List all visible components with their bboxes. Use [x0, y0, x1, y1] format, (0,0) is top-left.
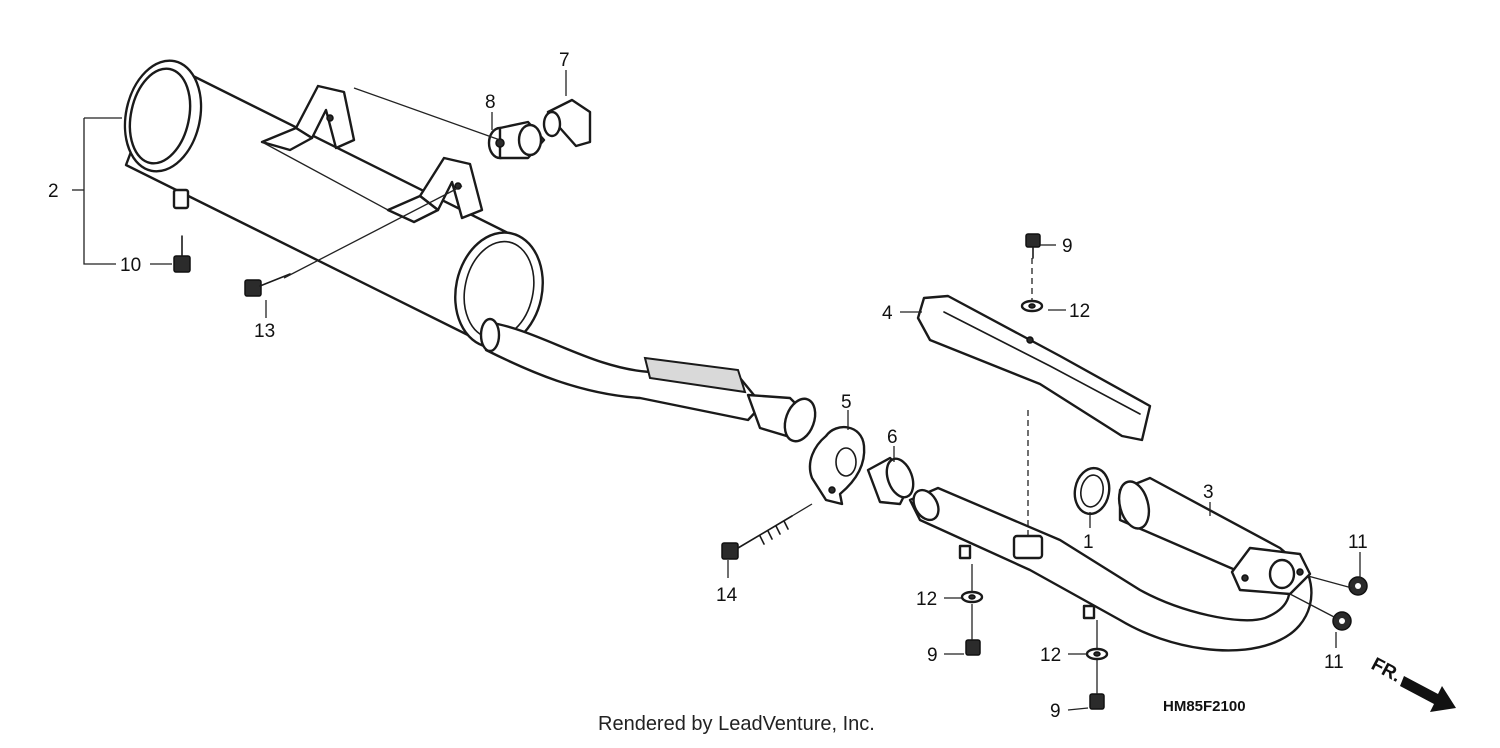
callout-12-left: 12 [916, 589, 937, 610]
exhaust-pipe [908, 476, 1313, 652]
bolt-9-top [1025, 233, 1041, 259]
front-arrow-icon [1400, 676, 1456, 712]
callout-14: 14 [716, 585, 738, 606]
callout-12-bottom: 12 [1040, 645, 1061, 666]
nut-11-bottom [1332, 611, 1352, 631]
bolt-9-bottom [1089, 693, 1105, 710]
callout-10: 10 [120, 255, 141, 276]
washer-12-left [960, 590, 984, 604]
front-direction-marker: FR. [1368, 654, 1456, 712]
credit-text: Rendered by LeadVenture, Inc. [598, 713, 875, 735]
mount-collar [542, 98, 592, 148]
callout-labels: 1 2 3 4 5 6 7 8 9 9 9 10 11 11 12 12 12 … [48, 50, 1368, 722]
callout-9-left: 9 [927, 645, 938, 666]
mount-rubber [487, 120, 546, 160]
callout-11-bottom: 11 [1324, 652, 1344, 673]
callout-8: 8 [485, 92, 496, 113]
drain-bolt-10 [173, 235, 191, 273]
callout-9-bottom: 9 [1050, 701, 1061, 722]
washer-12-top [1020, 299, 1044, 313]
callout-12-top: 12 [1069, 301, 1090, 322]
exhaust-band [808, 425, 866, 506]
callout-4: 4 [882, 303, 893, 324]
front-label: FR. [1368, 654, 1405, 687]
callout-6: 6 [887, 427, 898, 448]
muffler [123, 59, 544, 349]
callout-5: 5 [841, 392, 852, 413]
callout-1: 1 [1083, 532, 1094, 553]
gasket [1073, 466, 1111, 516]
pipe-protector [916, 294, 1152, 442]
muffler-tailpipe [479, 317, 817, 443]
washer-12-bottom [1085, 647, 1109, 661]
leader-lines [72, 70, 1361, 711]
callout-13: 13 [254, 321, 275, 342]
bolt-9-left [965, 639, 981, 656]
callout-3: 3 [1203, 482, 1214, 503]
bolt-13 [244, 273, 291, 297]
callout-9-top: 9 [1062, 236, 1073, 257]
exhaust-joint [866, 456, 915, 506]
diagram-code: HM85F2100 [1163, 698, 1246, 715]
nut-11-top [1348, 576, 1368, 596]
callout-11-top: 11 [1348, 532, 1368, 553]
callout-7: 7 [559, 50, 570, 71]
callout-2: 2 [48, 181, 59, 202]
bolt-14 [721, 515, 793, 560]
